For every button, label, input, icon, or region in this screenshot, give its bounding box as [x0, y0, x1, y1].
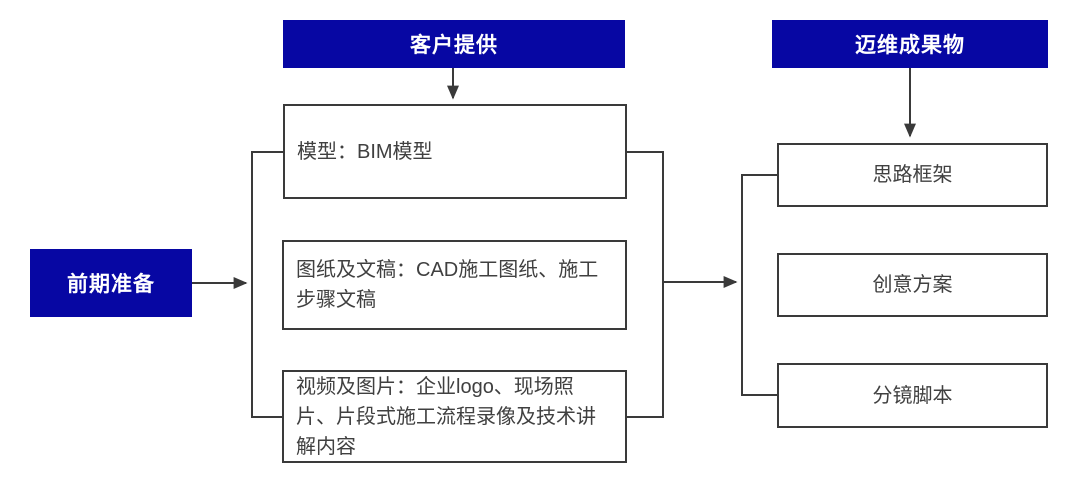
input-box-bim-model-label: 模型：BIM模型: [297, 140, 433, 163]
bracket-left-outputs: [741, 174, 777, 396]
header-customer-provides-label: 客户提供: [410, 34, 498, 57]
input-box-bim-model: 模型：BIM模型: [283, 104, 627, 199]
bracket-right-inputs: [627, 151, 664, 418]
input-box-videos-images: 视频及图片：企业logo、现场照片、片段式施工流程录像及技术讲解内容: [282, 370, 627, 463]
header-deliverables-label: 迈维成果物: [855, 34, 965, 57]
input-box-drawings-documents-label: 图纸及文稿：CAD施工图纸、施工步骤文稿: [296, 259, 599, 311]
header-customer-provides: 客户提供: [283, 20, 625, 68]
output-box-idea-framework-label: 思路框架: [872, 164, 953, 186]
input-box-videos-images-label: 视频及图片：企业logo、现场照片、片段式施工流程录像及技术讲解内容: [296, 375, 596, 458]
bracket-left-inputs: [251, 151, 283, 418]
output-box-storyboard-script: 分镜脚本: [777, 363, 1048, 428]
stage-preparation-label: 前期准备: [67, 273, 155, 296]
output-box-idea-framework: 思路框架: [777, 143, 1048, 207]
header-deliverables: 迈维成果物: [772, 20, 1048, 68]
output-box-creative-plan-label: 创意方案: [872, 274, 953, 296]
stage-preparation: 前期准备: [30, 249, 192, 317]
output-box-creative-plan: 创意方案: [777, 253, 1048, 317]
output-box-storyboard-script-label: 分镜脚本: [872, 384, 953, 407]
input-box-drawings-documents: 图纸及文稿：CAD施工图纸、施工步骤文稿: [282, 240, 627, 330]
